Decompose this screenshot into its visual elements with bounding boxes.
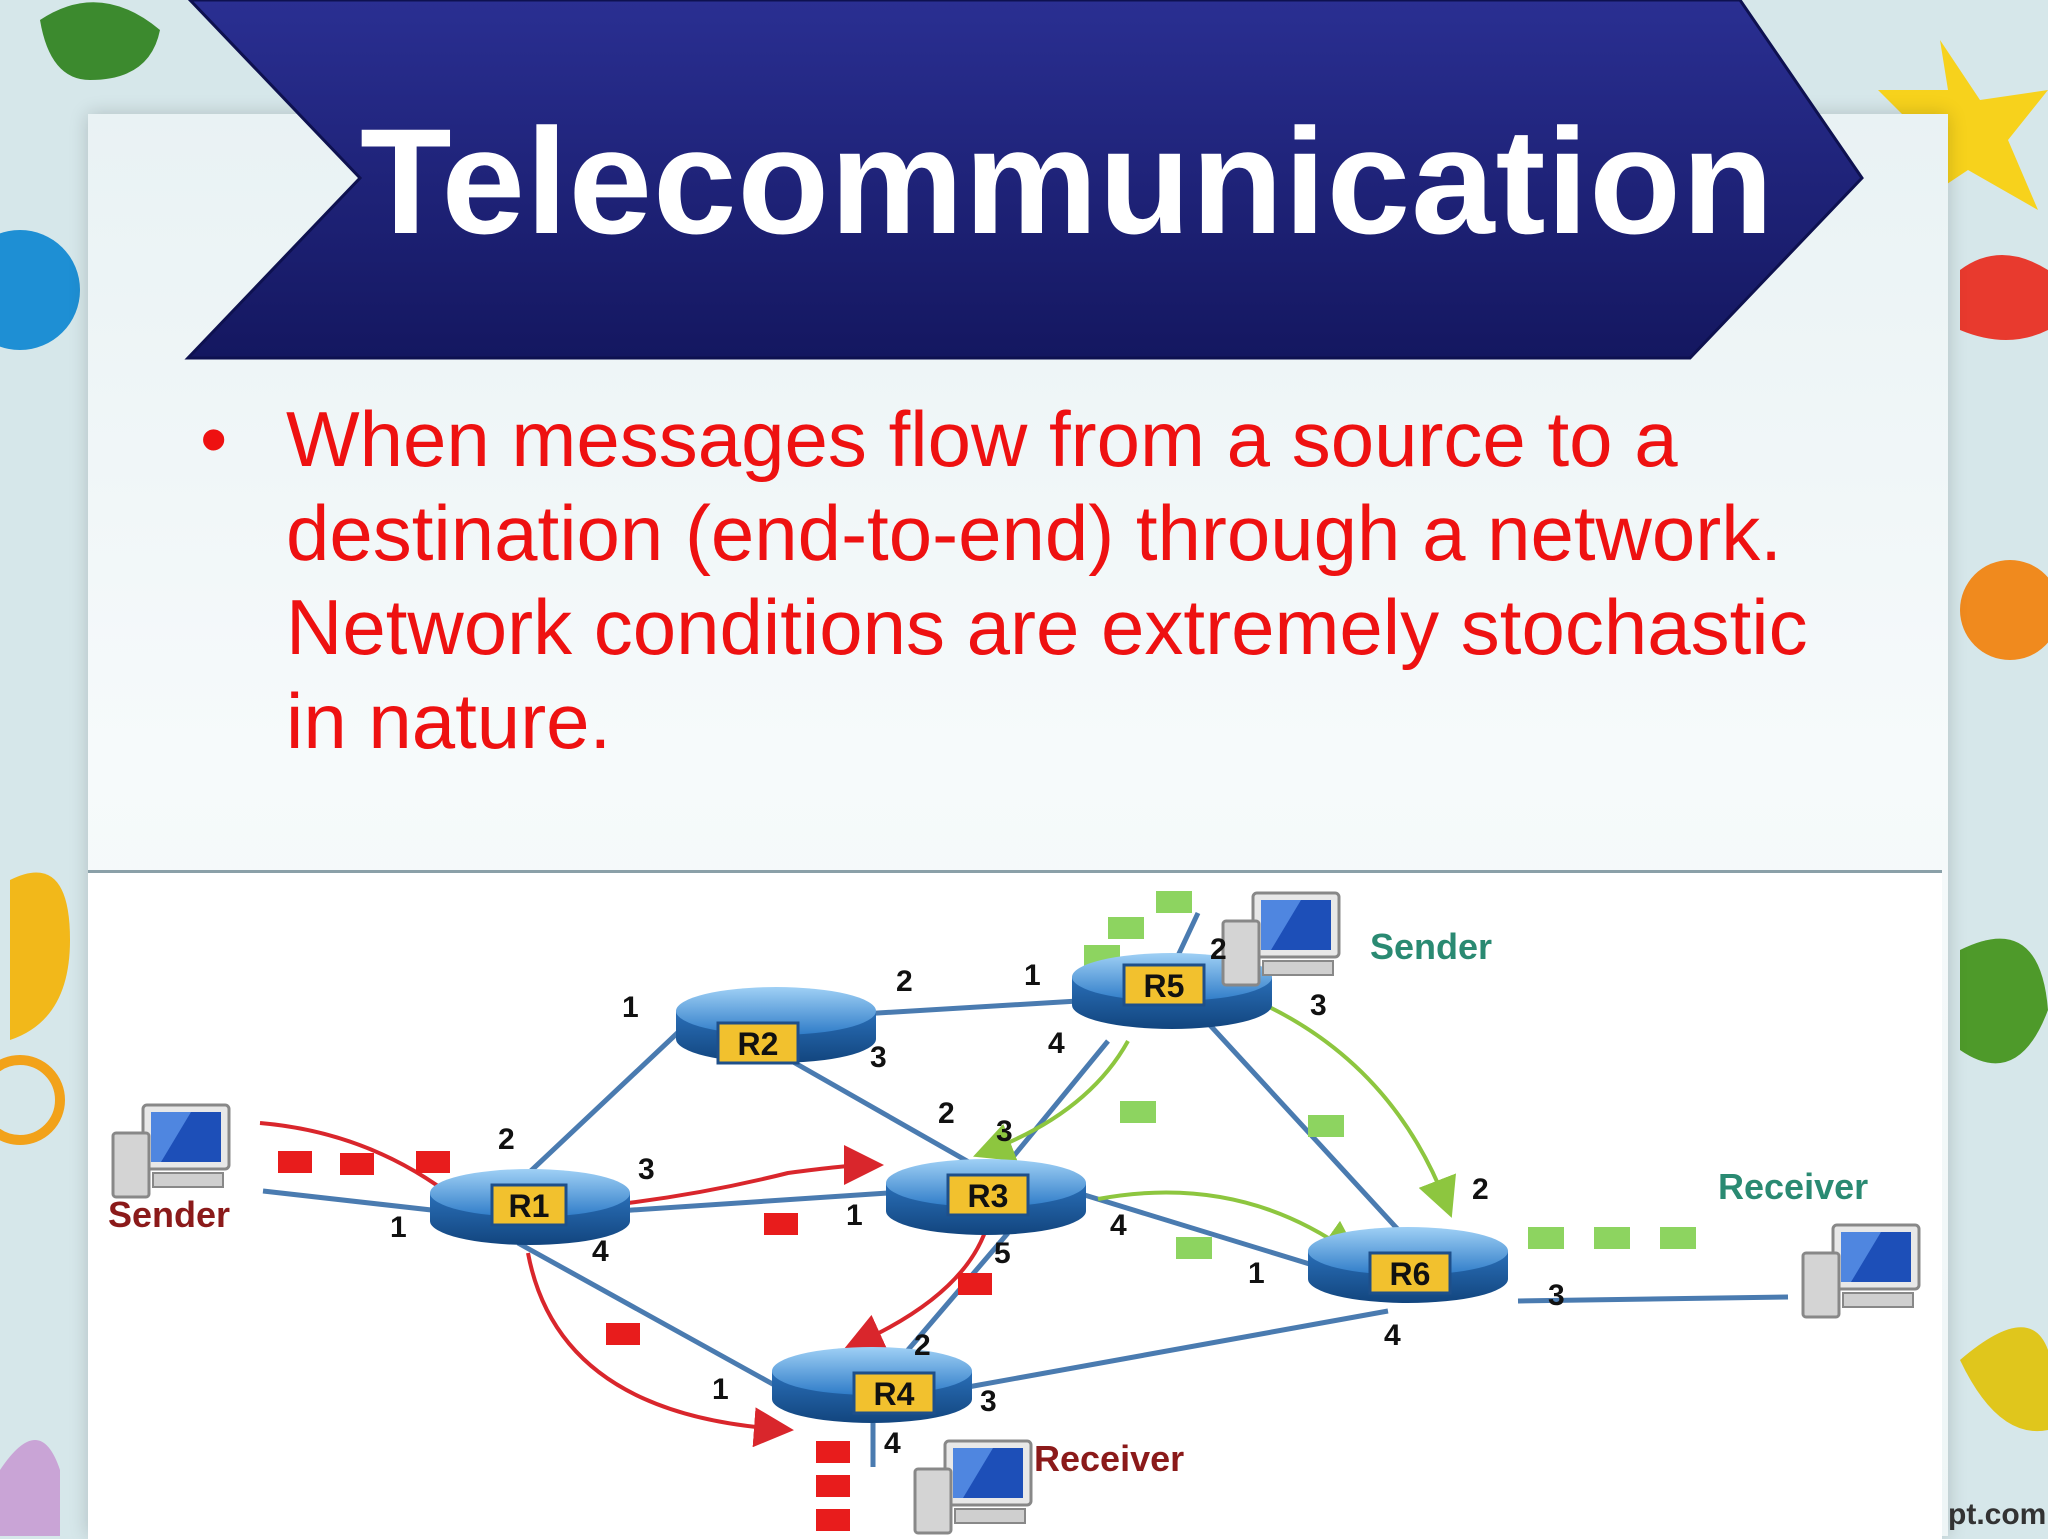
packet-red [764, 1213, 798, 1235]
router-r4: R4 [772, 1347, 972, 1423]
packet-green [1176, 1237, 1212, 1259]
bullet-marker: • [200, 395, 228, 483]
link-r1-r3 [617, 1190, 889, 1214]
link-r2-r3 [786, 1056, 990, 1176]
green-flow-r5-r6 [1237, 991, 1456, 1218]
red-packets [278, 1151, 992, 1531]
packet-red [278, 1151, 312, 1173]
packet-red [816, 1509, 850, 1531]
sender-left-label: Sender [108, 1194, 230, 1235]
router-r2: R2 [676, 987, 876, 1065]
port-label: 2 [896, 965, 913, 998]
receiver-bottom-label: Receiver [1034, 1438, 1184, 1479]
router-label: R1 [509, 1188, 550, 1224]
packet-green [1660, 1227, 1696, 1249]
port-label: 1 [1248, 1257, 1265, 1290]
title-banner [184, 0, 1864, 360]
router-label: R4 [874, 1376, 915, 1412]
network-diagram: R1 R2 R3 R4 R5 [88, 870, 1942, 1539]
port-labels: 1 2 3 4 1 2 3 1 2 3 4 1 2 3 4 5 1 2 3 4 … [390, 933, 1565, 1460]
turtle-right-icon [1960, 938, 2048, 1064]
turtle-icon [40, 2, 160, 80]
red-flow-r1-r4 [526, 1252, 794, 1448]
packet-red [606, 1323, 640, 1345]
red-flow-r1-r3 [627, 1145, 884, 1205]
port-label: 2 [1210, 933, 1227, 966]
port-label: 2 [938, 1097, 955, 1130]
port-label: 3 [996, 1115, 1013, 1148]
packet-red [816, 1475, 850, 1497]
port-label: 4 [1384, 1319, 1401, 1352]
port-label: 2 [498, 1123, 515, 1156]
router-label: R5 [1144, 968, 1185, 1004]
packet-red [416, 1151, 450, 1173]
router-r3: R3 [886, 1159, 1086, 1235]
computer-icon [913, 1439, 1033, 1535]
computer-icon [1801, 1223, 1921, 1319]
green-flow-path [973, 991, 1456, 1261]
router-label: R3 [968, 1178, 1009, 1214]
port-label: 5 [994, 1237, 1011, 1270]
port-label: 2 [914, 1329, 931, 1362]
computer-icon [1221, 891, 1341, 987]
network-links [262, 911, 1789, 1467]
seahorse-icon [10, 872, 70, 1040]
link-r5-r3 [1006, 1039, 1110, 1165]
computer-icon [111, 1103, 231, 1199]
packet-red [958, 1273, 992, 1295]
packet-green [1120, 1101, 1156, 1123]
link-sender-r1 [262, 1188, 459, 1216]
spiral-icon [0, 1055, 65, 1145]
green-packets [1084, 891, 1696, 1259]
router-r1: R1 [430, 1169, 630, 1245]
port-label: 4 [1048, 1027, 1065, 1060]
packet-green [1156, 891, 1192, 913]
port-label: 1 [846, 1199, 863, 1232]
port-label: 3 [980, 1385, 997, 1418]
port-label: 1 [622, 991, 639, 1024]
slide-title: Telecommunication [360, 97, 1775, 265]
fish-icon [0, 230, 80, 350]
packet-green [1594, 1227, 1630, 1249]
link-r4-r6 [967, 1308, 1389, 1390]
router-r6: R6 [1308, 1227, 1508, 1303]
crab-icon [1960, 255, 2048, 340]
receiver-right-label: Receiver [1718, 1166, 1868, 1207]
link-r1-r4 [516, 1240, 780, 1390]
link-r6-receiver [1517, 1294, 1789, 1304]
link-r1-r2 [516, 1021, 690, 1185]
port-label: 3 [1548, 1279, 1565, 1312]
port-label: 2 [1472, 1173, 1489, 1206]
red-flow-path [259, 1121, 990, 1448]
coral-icon [0, 1440, 60, 1536]
packet-green [1308, 1115, 1344, 1137]
sender-top-label: Sender [1370, 926, 1492, 967]
port-label: 3 [870, 1041, 887, 1074]
shell-icon [1960, 560, 2048, 660]
port-label: 3 [638, 1153, 655, 1186]
port-label: 4 [592, 1235, 609, 1268]
bullet-text: When messages flow from a source to a de… [286, 395, 1808, 765]
green-flow-r5-r3 [973, 1040, 1130, 1162]
packet-red [340, 1153, 374, 1175]
port-label: 4 [1110, 1209, 1127, 1242]
packet-green [1108, 917, 1144, 939]
watermark-text: pt.com [1948, 1498, 2047, 1531]
packet-red [816, 1441, 850, 1463]
router-label: R6 [1390, 1256, 1431, 1292]
port-label: 3 [1310, 989, 1327, 1022]
leaf-icon [1960, 1327, 2048, 1432]
packet-green [1528, 1227, 1564, 1249]
port-label: 4 [884, 1427, 901, 1460]
port-label: 1 [390, 1211, 407, 1244]
red-flow-r3-r4 [843, 1222, 990, 1352]
port-label: 1 [712, 1373, 729, 1406]
green-flow-r3-r6 [1097, 1190, 1362, 1261]
router-label: R2 [738, 1026, 779, 1062]
port-label: 1 [1024, 959, 1041, 992]
